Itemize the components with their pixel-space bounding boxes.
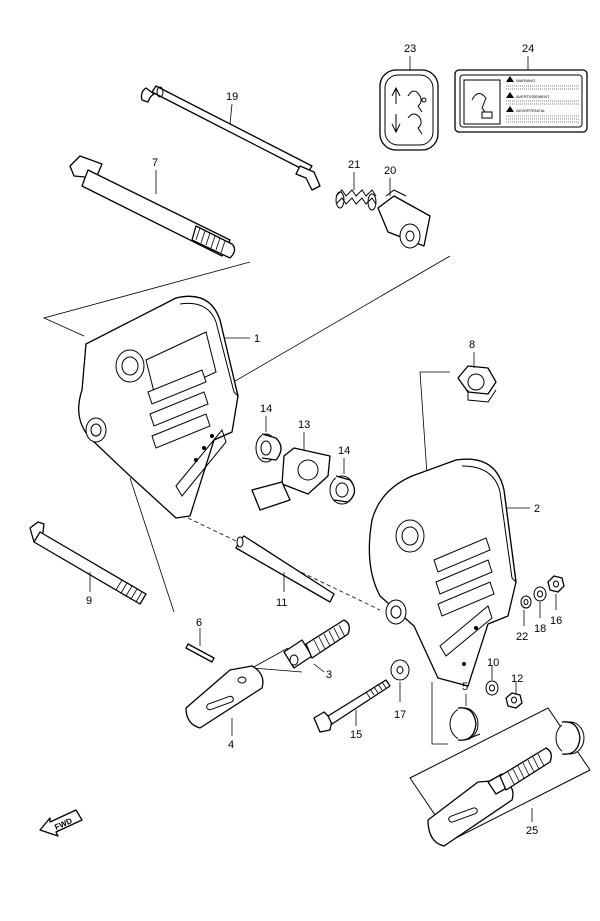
- part-2-clamp-bracket-right: [368, 458, 517, 687]
- callout-21: 21: [348, 159, 360, 171]
- callout-6: 6: [196, 617, 202, 629]
- part-3-clamp-screw: [283, 619, 350, 669]
- callout-9: 9: [86, 595, 92, 607]
- fwd-direction-arrow: FWD: [39, 809, 83, 837]
- callout-8: 8: [469, 339, 475, 351]
- part-7-pivot-bolt: [69, 155, 236, 259]
- part-24-warning-label: WARNING AVERTISSEMENT ADVERTENCIA: [454, 69, 588, 133]
- callout-14-upper: 14: [260, 403, 272, 415]
- part-12-nut: [505, 692, 523, 709]
- callout-5: 5: [462, 681, 468, 693]
- part-8-nut: [457, 365, 497, 403]
- part-11-shaft: [235, 535, 335, 603]
- part-14-bushing-upper: [255, 433, 282, 463]
- part-23-decal: [379, 69, 439, 151]
- callout-15: 15: [350, 729, 362, 741]
- callout-10: 10: [487, 657, 499, 669]
- part-1-clamp-bracket-left: [78, 295, 239, 519]
- part-21-spring: [335, 189, 377, 211]
- label-24-line2: AVERTISSEMENT: [516, 94, 550, 99]
- callout-20: 20: [384, 165, 396, 177]
- callout-16: 16: [550, 615, 562, 627]
- part-17-washer: [390, 659, 410, 681]
- part-15-bolt: [313, 679, 391, 733]
- callout-22: 22: [516, 631, 528, 643]
- callout-3: 3: [326, 669, 332, 681]
- callout-11: 11: [276, 597, 287, 609]
- callout-7: 7: [152, 157, 158, 169]
- part-16-nut: [547, 575, 565, 593]
- part-18-washer: [533, 586, 547, 602]
- callout-4: 4: [228, 739, 234, 751]
- callout-14-lower: 14: [338, 445, 350, 457]
- part-14-bushing-lower: [329, 475, 356, 505]
- part-6-pin: [185, 643, 215, 663]
- part-10-washer: [485, 680, 499, 696]
- callout-25: 25: [526, 825, 538, 837]
- part-20-plunger: [377, 189, 431, 249]
- part-25-clamp-assembly: [409, 707, 591, 847]
- part-22-washer: [520, 595, 532, 609]
- callout-23: 23: [404, 43, 416, 55]
- part-19-rod: [140, 85, 321, 191]
- part-9-bolt: [29, 521, 147, 605]
- callout-19: 19: [226, 91, 238, 103]
- part-13-holder: [251, 447, 331, 511]
- callout-1: 1: [254, 333, 260, 345]
- part-5-clamp-pad: [449, 707, 481, 741]
- callout-24: 24: [522, 43, 534, 55]
- label-24-line3: ADVERTENCIA: [516, 108, 545, 113]
- callout-2: 2: [534, 503, 540, 515]
- callout-13: 13: [298, 419, 310, 431]
- label-24-line1: WARNING: [516, 78, 535, 83]
- callout-12: 12: [511, 673, 523, 685]
- callout-17: 17: [394, 709, 406, 721]
- callout-18: 18: [534, 623, 546, 635]
- part-4-clamp-handle: [185, 665, 264, 729]
